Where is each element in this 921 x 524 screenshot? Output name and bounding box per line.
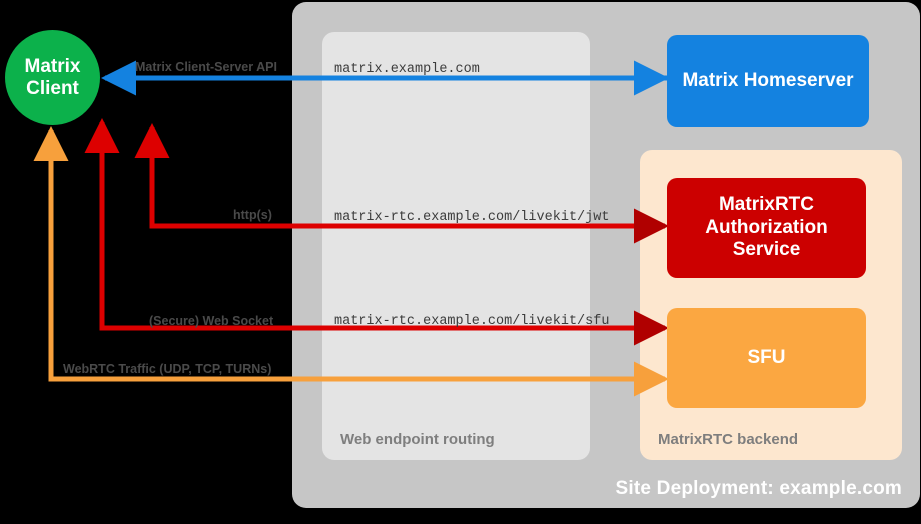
site-deployment-label: Site Deployment: example.com bbox=[615, 478, 902, 499]
edge-label-http: http(s) bbox=[233, 208, 272, 222]
edge-jwt-http bbox=[134, 122, 670, 244]
node-matrix-client[interactable]: Matrix Client bbox=[5, 30, 100, 125]
node-auth-line1: MatrixRTC bbox=[718, 194, 814, 216]
endpoint-label-jwt: matrix-rtc.example.com/livekit/jwt bbox=[334, 210, 610, 225]
edge-sfu-websocket bbox=[84, 117, 670, 346]
endpoint-label-sfu: matrix-rtc.example.com/livekit/sfu bbox=[334, 314, 610, 329]
node-matrix-client-line1: Matrix bbox=[24, 55, 81, 77]
web-endpoint-routing-label: Web endpoint routing bbox=[340, 431, 495, 448]
node-matrixrtc-authorization-service[interactable]: MatrixRTC Authorization Service bbox=[667, 178, 866, 278]
node-matrix-homeserver-label: Matrix Homeserver bbox=[682, 69, 854, 91]
node-sfu[interactable]: SFU bbox=[667, 308, 866, 408]
node-matrix-homeserver[interactable]: Matrix Homeserver bbox=[667, 35, 869, 127]
endpoint-label-matrix-domain: matrix.example.com bbox=[334, 62, 480, 77]
edge-label-websocket: (Secure) Web Socket bbox=[149, 314, 274, 328]
web-endpoint-routing-container: Web endpoint routing bbox=[322, 32, 590, 460]
node-sfu-label: SFU bbox=[747, 346, 786, 368]
node-auth-line2: Authorization bbox=[705, 216, 828, 238]
edge-webrtc-media bbox=[33, 125, 670, 397]
node-matrix-client-line2: Client bbox=[26, 77, 79, 99]
edge-label-client-server-api: Matrix Client-Server API bbox=[135, 60, 277, 74]
edge-label-webrtc-traffic: WebRTC Traffic (UDP, TCP, TURNs) bbox=[63, 362, 272, 376]
matrixrtc-backend-label: MatrixRTC backend bbox=[658, 431, 799, 448]
node-auth-line3: Service bbox=[732, 239, 801, 261]
